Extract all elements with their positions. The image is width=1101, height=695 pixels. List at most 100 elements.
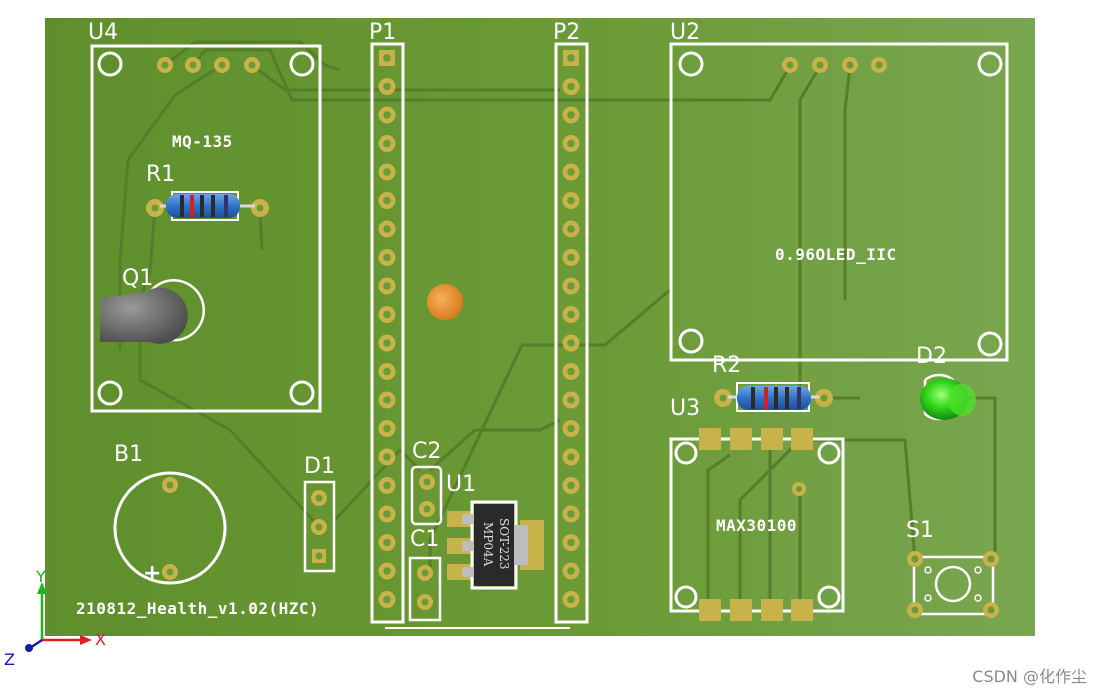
u4-outline <box>90 44 322 413</box>
header-pin-hole <box>567 282 575 290</box>
c1-designator: C1 <box>410 527 439 552</box>
r1-resistor[interactable]: R1 <box>146 162 269 221</box>
header-pin-hole <box>383 168 391 176</box>
header-pin-hole <box>567 168 575 176</box>
p2-designator: P2 <box>553 20 580 45</box>
header-pin-hole <box>383 510 391 518</box>
header-pin-hole <box>383 339 391 347</box>
s1-push-button[interactable]: S1 <box>906 518 999 618</box>
axis-z-label: Z <box>4 650 15 669</box>
u2-mount-hole-bl <box>678 328 704 354</box>
header-pin-hole <box>567 82 575 91</box>
u4-designator: U4 <box>88 20 118 45</box>
u1-regulator[interactable]: U1 SOT-223 MP04A <box>446 472 544 590</box>
s1-cap <box>934 565 972 603</box>
p2-pins <box>562 50 580 608</box>
header-pin-hole <box>567 139 575 148</box>
header-pin-hole <box>567 196 575 205</box>
u1-marking-line1: SOT-223 <box>497 518 511 569</box>
axis-x-label: X <box>95 630 106 649</box>
u2-mount-hole-tl <box>678 51 704 77</box>
b1-buzzer[interactable]: B1 + <box>113 442 227 586</box>
d1-component[interactable]: D1 <box>303 454 336 573</box>
u2-oled-module[interactable]: U2 0.96OLED_IIC <box>669 20 1009 362</box>
fiducial-dot <box>427 284 463 320</box>
header-pin-hole <box>383 225 391 233</box>
r2-resistor[interactable]: R2 <box>712 353 833 412</box>
u4-mq135-module[interactable]: U4 MQ-135 <box>88 20 322 413</box>
d1-outline <box>303 480 336 573</box>
u3-outline <box>669 437 845 613</box>
p1-header[interactable]: P1 <box>369 20 405 624</box>
header-pin-hole <box>383 139 391 148</box>
q1-transistor[interactable]: Q1 <box>100 266 205 344</box>
c1-capacitor[interactable]: C1 <box>408 527 442 622</box>
header-pin-hole <box>383 54 391 62</box>
d2-designator: D2 <box>916 344 947 369</box>
u4-mount-hole-bl <box>97 380 123 406</box>
r2-designator: R2 <box>712 353 741 378</box>
header-pin-hole <box>567 595 575 604</box>
u1-designator: U1 <box>446 472 476 497</box>
header-pin-hole <box>383 396 391 404</box>
mq135-label: MQ-135 <box>172 132 233 151</box>
board-title: 210812_Health_v1.02(HZC) <box>76 599 319 618</box>
header-pin-hole <box>567 339 575 347</box>
oled-label: 0.96OLED_IIC <box>775 245 897 264</box>
header-pin-hole <box>567 54 575 62</box>
header-pin-hole <box>567 310 575 319</box>
header-pin-hole <box>567 567 575 575</box>
p2-outline <box>554 42 589 624</box>
header-pin-hole <box>383 453 391 461</box>
u4-mount-hole-tr <box>289 51 315 77</box>
q1-outline <box>125 279 205 342</box>
r1-designator: R1 <box>146 162 175 187</box>
p2-header[interactable]: P2 <box>553 20 589 624</box>
header-pin-hole <box>567 111 575 119</box>
u3-designator: U3 <box>670 396 700 421</box>
u3-top-pads <box>699 428 813 450</box>
header-pin-hole <box>383 82 391 91</box>
header-pin-hole <box>383 595 391 604</box>
p1-designator: P1 <box>369 20 396 45</box>
header-pin-hole <box>567 367 575 376</box>
c2-outline <box>410 465 443 526</box>
u3-mount-hole-br <box>817 585 841 609</box>
u2-designator: U2 <box>670 20 700 45</box>
u3-mount-hole-tr <box>817 441 841 465</box>
header-pin-hole <box>383 538 391 547</box>
b1-designator: B1 <box>114 442 143 467</box>
header-pin-hole <box>383 567 391 575</box>
c1-outline <box>408 556 442 622</box>
c2-capacitor[interactable]: C2 <box>410 439 443 526</box>
u2-outline <box>669 42 1009 362</box>
header-pin-hole <box>567 481 575 490</box>
axis-y-label: Y <box>35 567 46 586</box>
header-pin-hole <box>567 424 575 433</box>
u3-max30100-module[interactable]: U3 MAX30100 <box>669 396 845 621</box>
u3-mount-hole-bl <box>674 585 698 609</box>
u3-bottom-pads <box>699 599 813 621</box>
copper-traces <box>118 40 997 608</box>
header-pin-hole <box>383 367 391 376</box>
q1-designator: Q1 <box>122 266 153 291</box>
header-pin-hole <box>567 253 575 262</box>
axis-triad: Y X Z <box>4 567 106 669</box>
header-pin-hole <box>567 453 575 461</box>
b1-outline <box>113 471 227 585</box>
header-pin-hole <box>383 424 391 433</box>
u2-header-pads <box>782 57 887 73</box>
watermark: CSDN @化作尘 <box>972 667 1087 686</box>
u1-body <box>474 504 514 586</box>
c2-designator: C2 <box>412 439 441 464</box>
header-pin-hole <box>383 310 391 319</box>
p1-pins <box>378 50 396 608</box>
u4-header-pads <box>157 57 260 73</box>
p1-outline <box>370 42 405 624</box>
q1-body <box>100 287 188 344</box>
header-pin-hole <box>383 282 391 290</box>
d2-led[interactable]: D2 <box>916 344 976 421</box>
u4-mount-hole-tl <box>97 51 123 77</box>
header-pin-hole <box>383 111 391 119</box>
